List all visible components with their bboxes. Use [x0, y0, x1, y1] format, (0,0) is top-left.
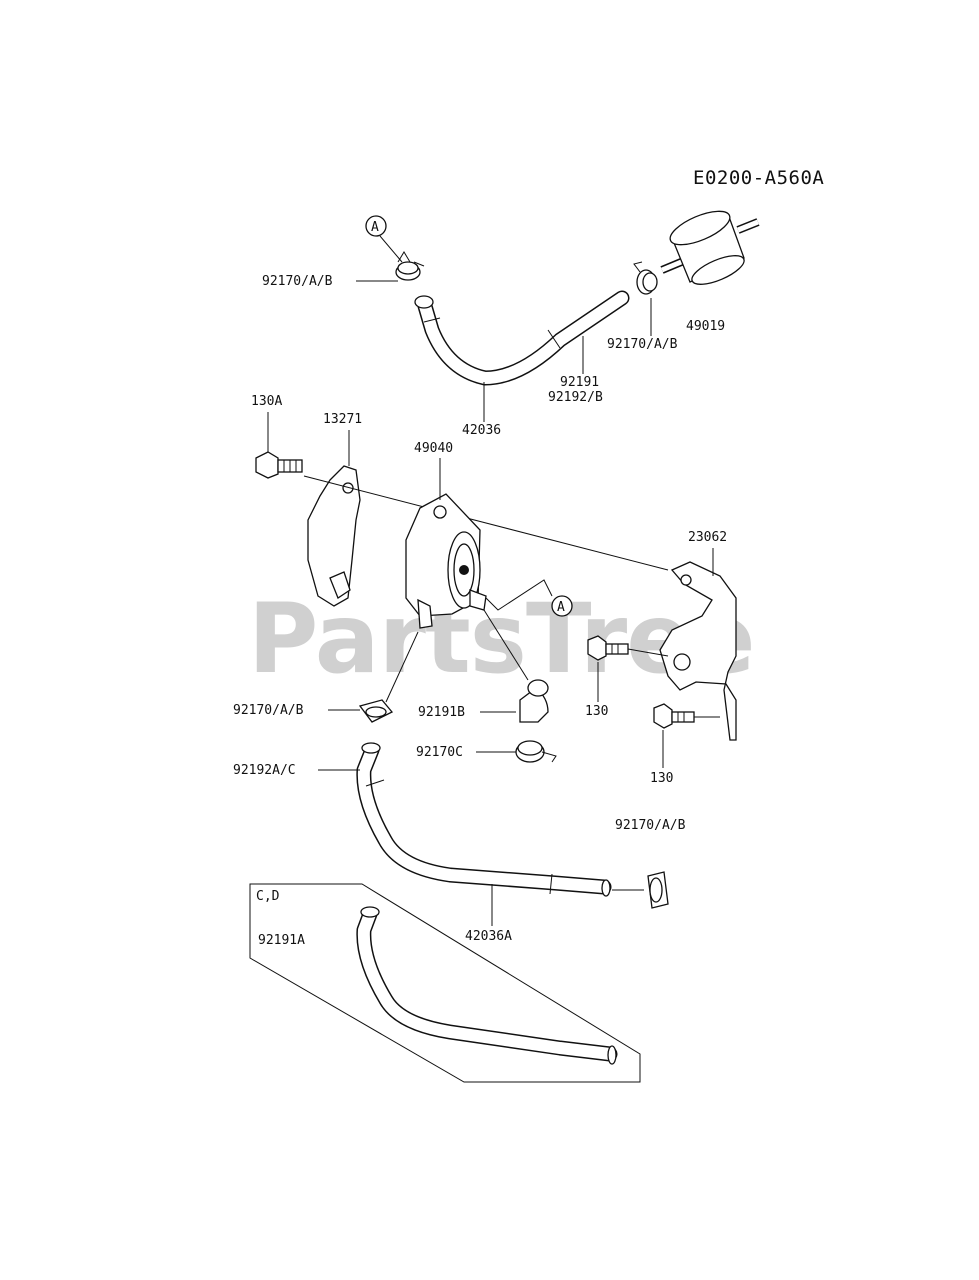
svg-text:A: A — [371, 220, 379, 235]
inset-part-label: 92191A — [258, 933, 305, 948]
svg-text:A: A — [557, 600, 565, 615]
clamp-pump — [358, 699, 394, 723]
label-clamp-pump: 92170/A/B — [233, 703, 304, 718]
bolt-130a — [255, 451, 303, 479]
label-bolt-130a: 130A — [251, 394, 282, 409]
fuel-filter — [660, 210, 760, 285]
label-clamp-top-left: 92170/A/B — [262, 274, 333, 289]
label-clamp-lower-right: 92170/A/B — [615, 818, 686, 833]
inset-box — [249, 883, 641, 1083]
bolt-130-lower — [653, 703, 695, 729]
label-hose-sub-2: 92192/B — [548, 390, 603, 405]
diagram-code: E0200-A560A — [693, 167, 824, 189]
callout-a-top: A — [365, 215, 403, 263]
label-hose-92191b: 92191B — [418, 705, 465, 720]
fuel-pump — [405, 493, 487, 629]
clamp-92170c — [515, 740, 557, 763]
label-hose-42036a: 42036A — [465, 929, 512, 944]
label-bolt-130-upper: 130 — [585, 704, 608, 719]
hose-92191b — [519, 679, 549, 723]
label-clamp-92170c: 92170C — [416, 745, 463, 760]
label-bolt-130-lower: 130 — [650, 771, 673, 786]
label-bracket-13271: 13271 — [323, 412, 362, 427]
hose-92191a — [356, 906, 618, 1065]
hose-42036 — [414, 290, 630, 386]
alignment-line — [303, 475, 669, 571]
label-clamp-top-right: 92170/A/B — [607, 337, 678, 352]
bolt-130-upper — [587, 635, 629, 661]
label-bracket-23062: 23062 — [688, 530, 727, 545]
label-hose-92192ac: 92192A/C — [233, 763, 296, 778]
hose-42036a — [356, 742, 612, 897]
callout-a-pump: A — [551, 595, 573, 617]
inset-variant-label: C,D — [256, 889, 280, 904]
label-fuel-pump: 49040 — [414, 441, 453, 456]
label-hose-sub-1: 92191 — [560, 375, 599, 390]
clamp-top-right — [633, 261, 658, 295]
label-fuel-filter: 49019 — [686, 319, 725, 334]
label-hose-42036: 42036 — [462, 423, 501, 438]
bracket-13271 — [307, 465, 361, 607]
bracket-23062 — [659, 561, 737, 741]
clamp-top-left — [395, 251, 425, 281]
clamp-lower-right — [647, 871, 669, 909]
